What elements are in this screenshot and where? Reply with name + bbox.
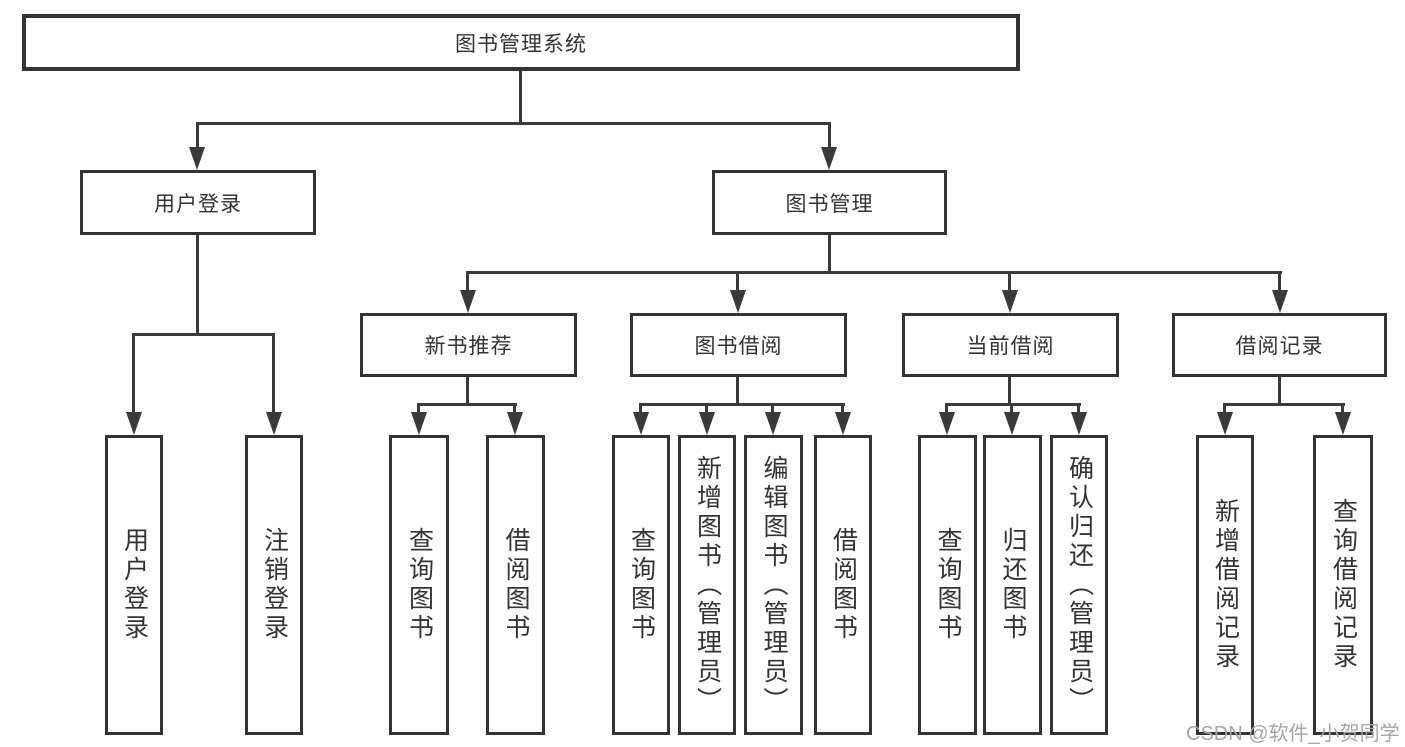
connector-line [196,122,831,125]
connector-line [132,333,135,413]
connector-line [639,403,845,406]
connector-line [1010,403,1013,413]
arrowhead-icon [411,412,427,435]
leaf-query-books-current: 查询图书 [918,435,977,735]
leaf-return-books: 归还图书 [983,435,1042,735]
arrowhead-icon [1217,412,1233,435]
connector-line [196,235,199,335]
node-new-book-recommend: 新书推荐 [360,313,577,377]
arrowhead-icon [1272,290,1288,313]
connector-line [771,403,774,413]
connector-line [1223,403,1226,413]
arrowhead-icon [266,412,282,435]
arrowhead-icon [699,412,715,435]
connector-line [132,333,275,336]
node-user-login: 用户登录 [80,170,316,235]
connector-line [466,271,469,291]
connector-line [1278,377,1281,405]
connector-line [466,271,1282,274]
connector-line [1008,377,1011,405]
arrowhead-icon [1002,290,1018,313]
arrowhead-icon [730,290,746,313]
arrowhead-icon [1071,412,1087,435]
arrowhead-icon [835,412,851,435]
connector-line [417,403,420,413]
arrowhead-icon [126,412,142,435]
connector-line [466,377,469,405]
arrowhead-icon [189,147,205,170]
arrowhead-icon [765,412,781,435]
leaf-user-login: 用户登录 [105,435,163,735]
arrowhead-icon [939,412,955,435]
leaf-borrow-books-recommend: 借阅图书 [486,435,545,735]
csdn-watermark: CSDN @软件_小贺同学 [1186,723,1400,745]
connector-line [1223,403,1345,406]
arrowhead-icon [507,412,523,435]
connector-line [841,403,844,413]
connector-line [945,403,948,413]
connector-line [196,122,199,150]
leaf-query-borrow-record: 查询借阅记录 [1313,435,1373,735]
connector-line [519,70,522,122]
arrowhead-icon [1004,412,1020,435]
connector-line [828,122,831,150]
connector-line [272,333,275,413]
connector-line [736,271,739,291]
connector-line [828,235,831,273]
node-borrowing-records: 借阅记录 [1172,313,1387,377]
node-current-borrowing: 当前借阅 [902,313,1119,377]
leaf-logout: 注销登录 [245,435,303,735]
leaf-add-borrow-record: 新增借阅记录 [1196,435,1254,735]
connector-line [705,403,708,413]
leaf-add-book-admin: 新增图书（管理员） [678,435,736,735]
node-book-borrowing: 图书借阅 [630,313,847,377]
leaf-query-books-borrowing: 查询图书 [612,435,670,735]
connector-line [945,403,1081,406]
connector-line [1077,403,1080,413]
node-book-management: 图书管理 [712,170,947,235]
connector-line [639,403,642,413]
node-root: 图书管理系统 [22,14,1020,71]
leaf-borrow-books-borrowing: 借阅图书 [814,435,872,735]
connector-line [1008,271,1011,291]
connector-line [417,403,517,406]
leaf-query-books-recommend: 查询图书 [389,435,449,735]
connector-line [513,403,516,413]
leaf-confirm-return-admin: 确认归还（管理员） [1050,435,1108,735]
connector-line [1341,403,1344,413]
connector-line [1278,271,1281,291]
arrowhead-icon [821,147,837,170]
arrowhead-icon [460,290,476,313]
leaf-edit-book-admin: 编辑图书（管理员） [744,435,803,735]
arrowhead-icon [1335,412,1351,435]
connector-line [736,377,739,405]
arrowhead-icon [633,412,649,435]
